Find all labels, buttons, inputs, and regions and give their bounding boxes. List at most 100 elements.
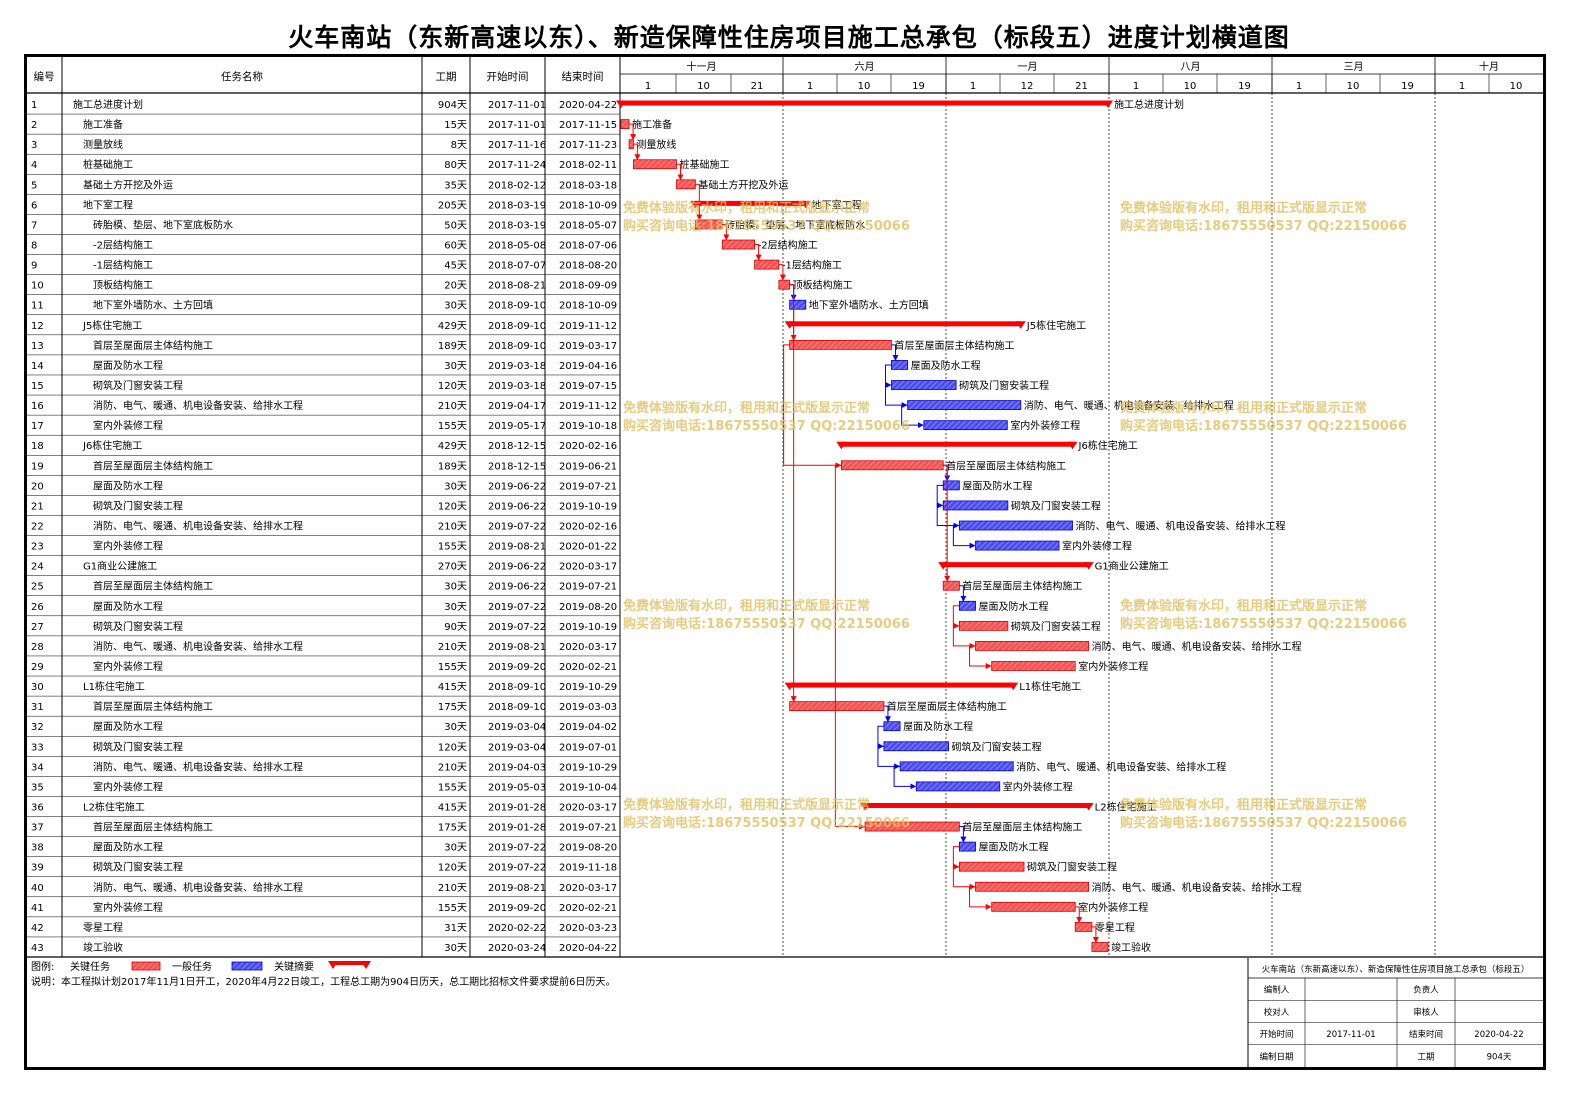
cell-task-name: 砌筑及门窗安装工程 <box>93 620 183 633</box>
dependency-link <box>901 404 924 429</box>
cell-start: 2019-06-22 <box>488 562 546 573</box>
bar-label: 室内外装修工程 <box>1010 419 1080 432</box>
cell-task-name: 竣工验收 <box>83 941 123 954</box>
timescale-minor-label: 1 <box>1296 81 1302 92</box>
normal-task-bar <box>899 761 1014 772</box>
dependency-link <box>936 484 944 509</box>
summary-bar-start-cap <box>784 682 795 691</box>
cell-start: 2018-02-12 <box>488 180 546 191</box>
bar-label: 屋面及防水工程 <box>911 359 981 372</box>
cell-start: 2017-11-16 <box>488 140 546 151</box>
watermark-line2: 购买咨询电话:18675550537 QQ:22150066 <box>623 418 910 434</box>
timescale-minor-label: 12 <box>1021 81 1034 92</box>
cell-end: 2020-04-22 <box>559 100 617 111</box>
watermark-line2: 购买咨询电话:18675550537 QQ:22150066 <box>1120 616 1407 632</box>
cell-end: 2019-03-17 <box>559 341 617 352</box>
cell-start: 2018-03-19 <box>488 220 546 231</box>
cell-start: 2019-07-22 <box>488 622 546 633</box>
bar-label: 砌筑及门窗安装工程 <box>1011 620 1101 633</box>
bar-label: 砌筑及门窗安装工程 <box>959 379 1049 392</box>
bar-label: -1层结构施工 <box>782 259 842 272</box>
cell-duration: 155天 <box>438 542 467 553</box>
cell-id: 12 <box>31 321 44 332</box>
dependency-link <box>778 264 786 281</box>
bar-label: 基础土方开挖及外运 <box>698 178 788 191</box>
cell-duration: 210天 <box>438 642 467 653</box>
cell-id: 24 <box>31 562 44 573</box>
cell-start: 2019-03-18 <box>488 381 546 392</box>
cell-id: 10 <box>31 281 44 292</box>
info-box-cell: 负责人 <box>1413 985 1439 996</box>
cell-start: 2018-09-10 <box>488 702 546 713</box>
dependency-link <box>891 344 899 361</box>
timescale-minor-label: 10 <box>1510 81 1523 92</box>
cell-id: 36 <box>31 802 44 813</box>
cell-duration: 210天 <box>438 401 467 412</box>
cell-task-name: 室内外装修工程 <box>93 780 163 793</box>
cell-start: 2017-11-24 <box>488 160 546 171</box>
bar-label: 地下室工程 <box>812 198 862 211</box>
cell-duration: 90天 <box>444 622 467 633</box>
watermark-line2: 购买咨询电话:18675550537 QQ:22150066 <box>623 218 910 234</box>
column-header-4: 开始时间 <box>487 70 529 83</box>
cell-task-name: 消防、电气、暖通、机电设备安装、给排水工程 <box>93 760 303 773</box>
cell-start: 2018-08-21 <box>488 281 546 292</box>
critical-task-bar <box>789 339 892 350</box>
cell-task-name: 室内外装修工程 <box>93 540 163 553</box>
cell-start: 2019-03-18 <box>488 361 546 372</box>
cell-start: 2019-05-17 <box>488 421 546 432</box>
bar-label: 砌筑及门窗安装工程 <box>952 740 1042 753</box>
critical-task-bar <box>754 259 780 270</box>
legend-label: 图例: <box>31 960 54 973</box>
legend-summary-cap <box>361 961 371 969</box>
summary-bar <box>789 321 1021 327</box>
cell-duration: 120天 <box>438 381 467 392</box>
cell-duration: 210天 <box>438 522 467 533</box>
cell-end: 2020-01-22 <box>559 542 617 553</box>
cell-duration: 189天 <box>438 461 467 472</box>
summary-bar <box>789 682 1014 688</box>
cell-duration: 155天 <box>438 421 467 432</box>
info-box-cell: 2017-11-01 <box>1326 1030 1375 1040</box>
legend-critical-swatch <box>131 961 161 971</box>
cell-duration: 30天 <box>444 582 467 593</box>
cell-end: 2019-11-18 <box>559 863 617 874</box>
info-box-cell: 编制日期 <box>1259 1051 1293 1062</box>
cell-id: 34 <box>31 762 44 773</box>
dependency-link <box>969 645 992 669</box>
dependency-link <box>884 384 908 409</box>
cell-end: 2019-06-21 <box>559 461 617 472</box>
cell-end: 2020-03-17 <box>559 642 617 653</box>
cell-end: 2019-08-20 <box>559 602 617 613</box>
critical-task-bar <box>975 881 1090 892</box>
cell-end: 2019-11-12 <box>559 401 617 412</box>
bar-label: 消防、电气、暖通、机电设备安装、给排水工程 <box>1024 399 1234 412</box>
cell-duration: 120天 <box>438 742 467 753</box>
watermark-line1: 免费体验版有水印，租用和正式版显示正常 <box>1120 797 1367 813</box>
cell-id: 29 <box>31 662 44 673</box>
cell-end: 2020-02-21 <box>559 903 617 914</box>
cell-start: 2019-05-03 <box>488 782 546 793</box>
dependency-link <box>629 123 637 141</box>
summary-bar-start-cap <box>690 200 701 209</box>
cell-id: 41 <box>31 903 44 914</box>
timescale-minor-label: 1 <box>645 81 651 92</box>
dependency-link <box>884 364 892 389</box>
bar-label: 首层至屋面层主体结构施工 <box>962 580 1082 593</box>
info-box-cell: 2020-04-22 <box>1474 1030 1523 1040</box>
summary-bar-end-cap <box>1015 321 1026 329</box>
info-box-cell: 审核人 <box>1413 1007 1439 1018</box>
cell-id: 2 <box>31 120 37 131</box>
watermark-line2: 购买咨询电话:18675550537 QQ:22150066 <box>1120 418 1407 434</box>
critical-task-bar <box>676 179 696 190</box>
column-header-3: 工期 <box>436 71 457 83</box>
cell-duration: 80天 <box>444 160 467 171</box>
cell-end: 2019-07-01 <box>559 742 617 753</box>
critical-task-bar <box>628 139 634 150</box>
dependency-link <box>952 525 976 549</box>
cell-end: 2019-10-19 <box>559 622 617 633</box>
dependency-link <box>893 765 917 790</box>
column-header-5: 结束时间 <box>562 70 604 83</box>
critical-task-bar <box>991 901 1076 912</box>
